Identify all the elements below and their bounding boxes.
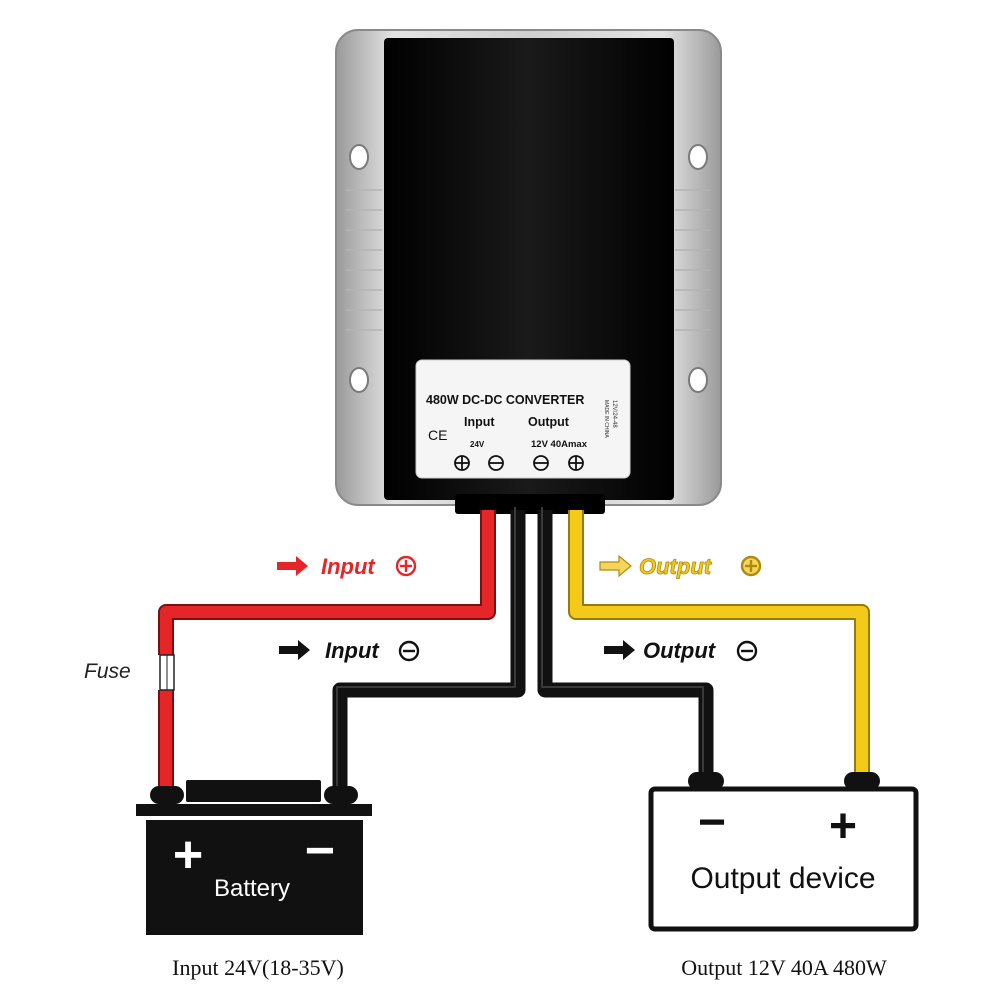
mounting-hole — [688, 367, 708, 393]
converter-output-rating: 12V 40Amax — [531, 439, 588, 450]
terminal-minus-in-icon — [488, 455, 504, 471]
converter-model: 480W DC-DC CONVERTER — [426, 393, 584, 407]
output-device-negative-post — [688, 772, 724, 790]
converter-side-code: 12V/24-48 — [611, 400, 617, 428]
wire-input-negative — [332, 510, 526, 790]
battery-lid — [136, 804, 372, 816]
output-device: − + Output device — [648, 772, 919, 932]
battery-negative-post — [324, 786, 358, 804]
converter-input-voltage: 24V — [470, 440, 485, 449]
battery-negative-symbol: − — [305, 822, 335, 880]
label-sticker — [415, 359, 631, 479]
minus-circle-icon — [398, 640, 420, 662]
fuse-label: Fuse — [84, 660, 131, 683]
arrow-right-icon — [604, 640, 635, 660]
mounting-hole — [688, 144, 708, 170]
plus-circle-icon — [740, 555, 762, 577]
wire-output-negative — [537, 510, 714, 780]
battery: + − Battery — [136, 780, 372, 935]
label-output-negative: Output — [643, 638, 717, 663]
terminal-minus-out-icon — [533, 455, 549, 471]
converter-fins — [346, 189, 711, 331]
battery-positive-post — [150, 786, 184, 804]
wire-output-positive — [568, 510, 870, 780]
arrow-right-icon — [279, 640, 310, 660]
wires — [158, 507, 870, 790]
battery-positive-symbol: + — [173, 826, 203, 884]
battery-caption: Input 24V(18-35V) — [172, 955, 344, 980]
battery-label: Battery — [214, 875, 290, 902]
arrow-right-outline-icon — [599, 554, 632, 578]
converter-input-label: Input — [464, 415, 495, 429]
output-device-negative-symbol: − — [698, 796, 726, 849]
converter-side-origin: MADE IN CHINA — [603, 400, 609, 438]
mounting-holes — [349, 144, 708, 393]
mounting-hole — [349, 144, 369, 170]
mounting-hole — [349, 367, 369, 393]
label-output-positive: Output — [639, 554, 713, 579]
wire-labels: Input Output Input Output — [277, 554, 762, 663]
battery-body — [146, 820, 363, 935]
wire-input-positive — [158, 510, 496, 655]
output-device-positive-symbol: + — [829, 800, 857, 853]
output-device-box — [648, 786, 919, 932]
output-device-label: Output device — [690, 862, 875, 895]
battery-terminal-cap — [186, 780, 321, 802]
plus-circle-icon — [395, 555, 417, 577]
minus-circle-icon — [736, 640, 758, 662]
terminal-plus-out-icon — [568, 455, 584, 471]
fuse: Fuse — [84, 654, 175, 691]
arrow-right-icon — [277, 556, 308, 576]
cable-grommet — [455, 494, 605, 514]
label-input-negative: Input — [325, 638, 380, 663]
terminal-plus-in-icon — [454, 455, 470, 471]
converter-output-label: Output — [528, 415, 570, 429]
output-device-caption: Output 12V 40A 480W — [681, 955, 887, 980]
dc-dc-converter: 480W DC-DC CONVERTER 12V/24-48 MADE IN C… — [335, 29, 722, 514]
converter-label: 480W DC-DC CONVERTER 12V/24-48 MADE IN C… — [415, 359, 631, 479]
output-device-positive-post — [844, 772, 880, 790]
label-input-positive: Input — [321, 554, 376, 579]
ce-mark: CE — [428, 427, 447, 443]
